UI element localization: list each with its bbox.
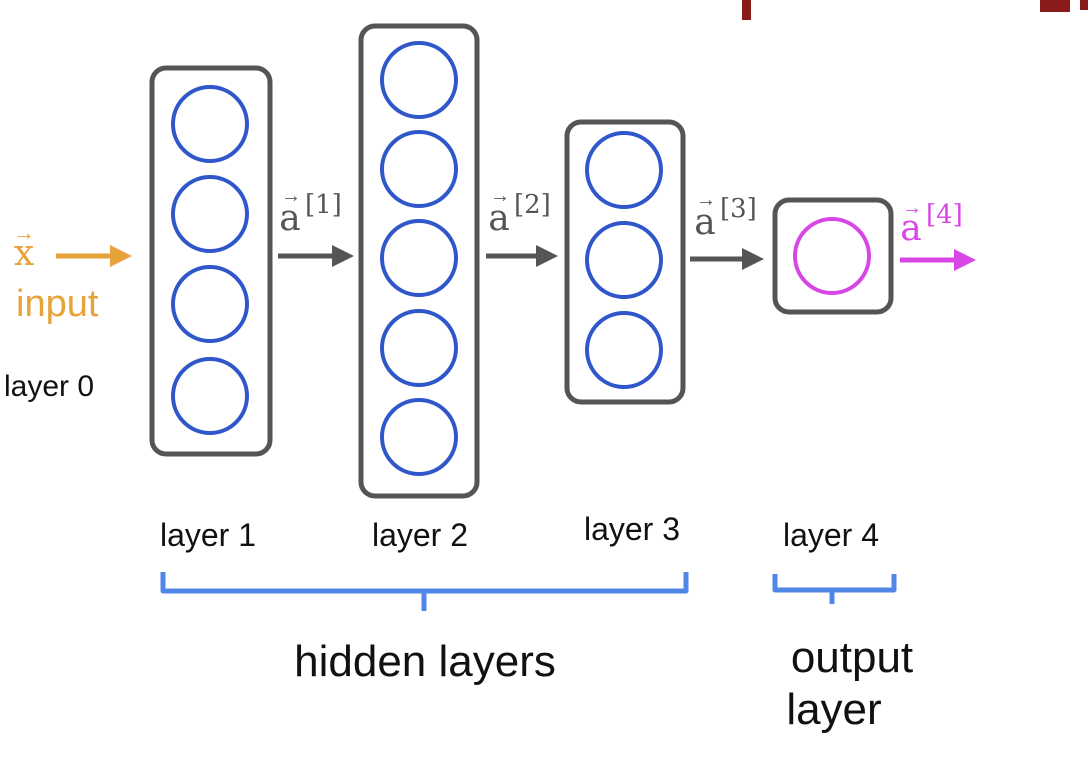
layer-2-neuron (380, 309, 458, 387)
activation-4-symbol: a (900, 208, 921, 249)
activation-2: → a [2] (486, 185, 558, 267)
activation-3-vector-arrow: → (696, 189, 716, 211)
output-neuron (793, 217, 871, 295)
activation-4: → a [4] (900, 197, 976, 271)
output-arrow (900, 249, 976, 271)
arrow-3 (690, 248, 764, 270)
layer-2-neuron (380, 219, 458, 297)
input-label: input (16, 283, 99, 325)
input-group: → x input layer 0 (4, 220, 132, 403)
layer-1-label: layer 1 (160, 517, 256, 553)
activation-2-vector-arrow: → (490, 185, 510, 207)
layer-2-neuron (380, 398, 458, 476)
layer-2-neuron (380, 41, 458, 119)
layer-3-box (564, 119, 686, 405)
layer-4-box (772, 197, 894, 315)
input-arrow (56, 245, 132, 267)
layer-1-neuron (171, 85, 249, 163)
activation-1-symbol: a (279, 198, 300, 239)
layer-2-neuron (380, 130, 458, 208)
layer-4 (772, 197, 894, 315)
layer-1-box (149, 65, 273, 457)
hidden-layers-label: hidden layers (294, 637, 556, 686)
layer-2-box (358, 23, 480, 499)
activation-1-superscript: [1] (305, 190, 342, 220)
arrow-1 (278, 245, 354, 267)
input-vector-symbol: x (14, 233, 34, 274)
layer-3 (564, 119, 686, 405)
output-layer-label-line1: output (791, 633, 913, 682)
activation-2-superscript: [2] (514, 190, 551, 220)
layer-2 (358, 23, 480, 499)
output-layer-bracket (772, 574, 897, 604)
input-vector-arrow: → (13, 220, 35, 245)
activation-3-superscript: [3] (720, 194, 757, 224)
layer-1 (149, 65, 273, 457)
layer-3-neuron (585, 311, 663, 389)
layer-1-neuron (171, 175, 249, 253)
layer-2-label: layer 2 (372, 517, 468, 553)
layer-1-neuron (171, 265, 249, 343)
activation-4-superscript: [4] (926, 200, 963, 230)
layer-4-label: layer 4 (783, 517, 879, 553)
title-fragment (742, 0, 1088, 20)
layer-3-label: layer 3 (584, 511, 680, 547)
layer-0-label: layer 0 (4, 370, 94, 403)
activation-1: → a [1] (278, 185, 354, 267)
activation-2-symbol: a (488, 198, 509, 239)
layer-3-neuron (585, 221, 663, 299)
layer-3-neuron (585, 131, 663, 209)
activation-3: → a [3] (690, 189, 764, 270)
arrow-2 (486, 245, 558, 267)
layer-1-neuron (171, 357, 249, 435)
activation-4-vector-arrow: → (902, 197, 922, 219)
activation-1-vector-arrow: → (281, 185, 301, 207)
hidden-layers-bracket (160, 572, 689, 611)
activation-3-symbol: a (694, 202, 715, 243)
output-layer-label-line2: layer (786, 685, 881, 734)
